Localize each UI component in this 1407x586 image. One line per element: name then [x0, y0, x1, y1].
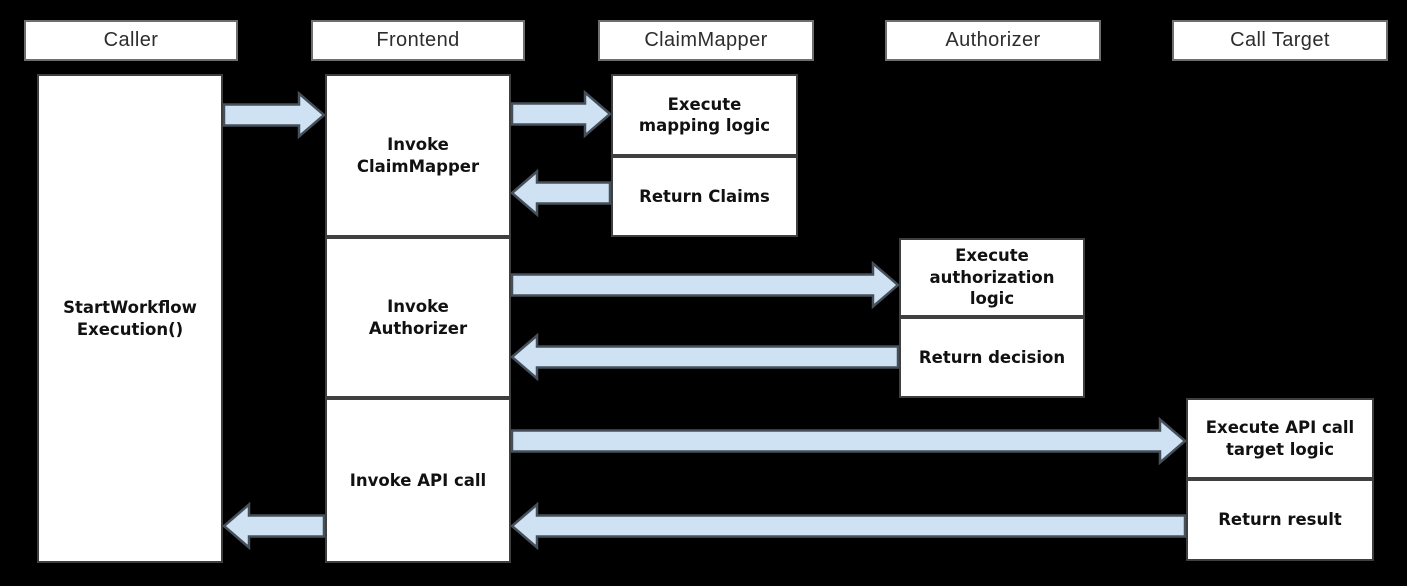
arrow-frontend-to-calltarget: [510, 416, 1187, 466]
box-invoke-claimmapper: Invoke ClaimMapper: [325, 74, 511, 237]
arrow-frontend-to-caller: [222, 501, 326, 551]
box-return-claims: Return Claims: [611, 156, 798, 237]
box-label: Invoke API call: [349, 470, 487, 490]
box-label: Return Claims: [639, 186, 770, 206]
box-label: Invoke Authorizer: [368, 297, 468, 338]
box-startworkflow-execution: StartWorkflow Execution(): [37, 74, 223, 563]
arrow-claimmapper-to-frontend: [510, 168, 612, 218]
lane-header-label: ClaimMapper: [644, 29, 768, 51]
box-label: Execute API call target logic: [1205, 418, 1355, 459]
box-return-decision: Return decision: [899, 317, 1085, 398]
box-label: Return result: [1218, 510, 1342, 530]
box-label: Invoke ClaimMapper: [356, 135, 480, 176]
box-return-result: Return result: [1186, 479, 1374, 561]
box-label: Execute mapping logic: [638, 94, 771, 135]
box-execute-authorization-logic: Execute authorization logic: [899, 238, 1085, 317]
box-label: Execute authorization logic: [929, 246, 1055, 309]
lane-header-label: Call Target: [1230, 29, 1330, 51]
arrow-frontend-to-claimmapper: [510, 89, 612, 139]
lane-header-claimmapper: ClaimMapper: [598, 20, 814, 61]
arrow-authorizer-to-frontend: [510, 332, 900, 382]
box-invoke-authorizer: Invoke Authorizer: [325, 237, 511, 398]
box-execute-api-call-target-logic: Execute API call target logic: [1186, 398, 1374, 479]
box-execute-mapping-logic: Execute mapping logic: [611, 74, 798, 156]
arrow-calltarget-to-frontend: [510, 501, 1187, 551]
arrow-frontend-to-authorizer: [510, 260, 900, 310]
arrow-caller-to-frontend: [222, 90, 326, 140]
lane-header-caller: Caller: [24, 20, 238, 61]
box-label: StartWorkflow Execution(): [63, 298, 197, 339]
lane-header-calltarget: Call Target: [1172, 20, 1388, 61]
lane-header-label: Caller: [103, 29, 159, 51]
box-label: Return decision: [918, 347, 1066, 367]
lane-header-authorizer: Authorizer: [885, 20, 1101, 61]
lane-header-frontend: Frontend: [311, 20, 525, 61]
lane-header-label: Authorizer: [945, 29, 1041, 51]
lane-header-label: Frontend: [376, 29, 460, 51]
box-invoke-api-call: Invoke API call: [325, 398, 511, 563]
